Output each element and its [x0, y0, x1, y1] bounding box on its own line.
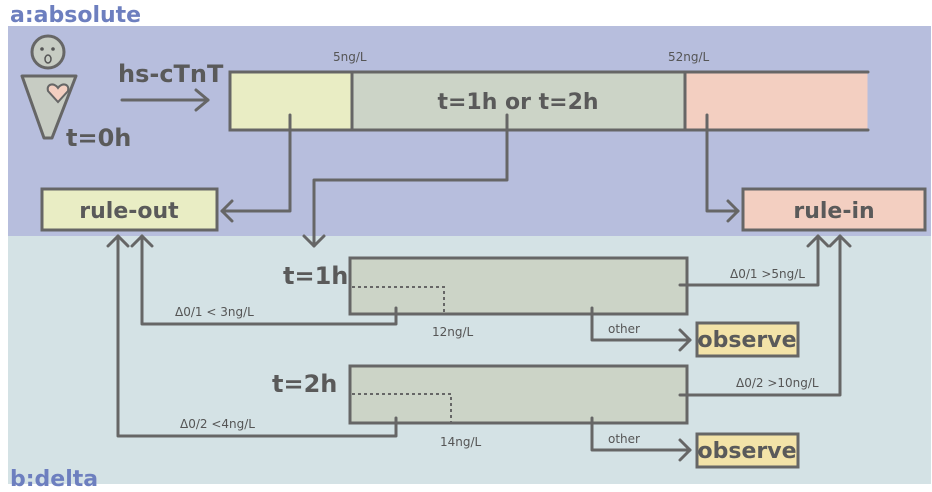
high-zone-fill — [687, 74, 868, 129]
middle-zone-label: t=1h or t=2h — [437, 90, 598, 115]
t1-low-rule: Δ0/1 < 3ng/L — [175, 305, 254, 319]
panel-a-label: a:absolute — [10, 3, 141, 28]
panel-b-label: b:delta — [10, 467, 98, 492]
t2-label: t=2h — [272, 370, 337, 398]
threshold-low-label: 5ng/L — [333, 50, 367, 64]
t1-label: t=1h — [283, 262, 348, 290]
assay-label: hs-cTnT — [118, 60, 224, 88]
t2-cutoff-label: 14ng/L — [440, 435, 482, 449]
rule-out-label: rule-out — [79, 199, 179, 224]
t1-cutoff-label: 12ng/L — [432, 325, 474, 339]
time-zero-label: t=0h — [66, 124, 131, 152]
rule-in-label: rule-in — [793, 199, 874, 224]
t2-high-rule: Δ0/2 >10ng/L — [736, 376, 819, 390]
t2-other-label: other — [608, 432, 640, 446]
t1-other-label: other — [608, 322, 640, 336]
t2-low-rule: Δ0/2 <4ng/L — [180, 417, 255, 431]
t2-observe-label: observe — [698, 439, 797, 464]
threshold-high-label: 52ng/L — [668, 50, 710, 64]
t1-high-rule: Δ0/1 >5ng/L — [730, 267, 805, 281]
t1-observe-label: observe — [698, 328, 797, 353]
